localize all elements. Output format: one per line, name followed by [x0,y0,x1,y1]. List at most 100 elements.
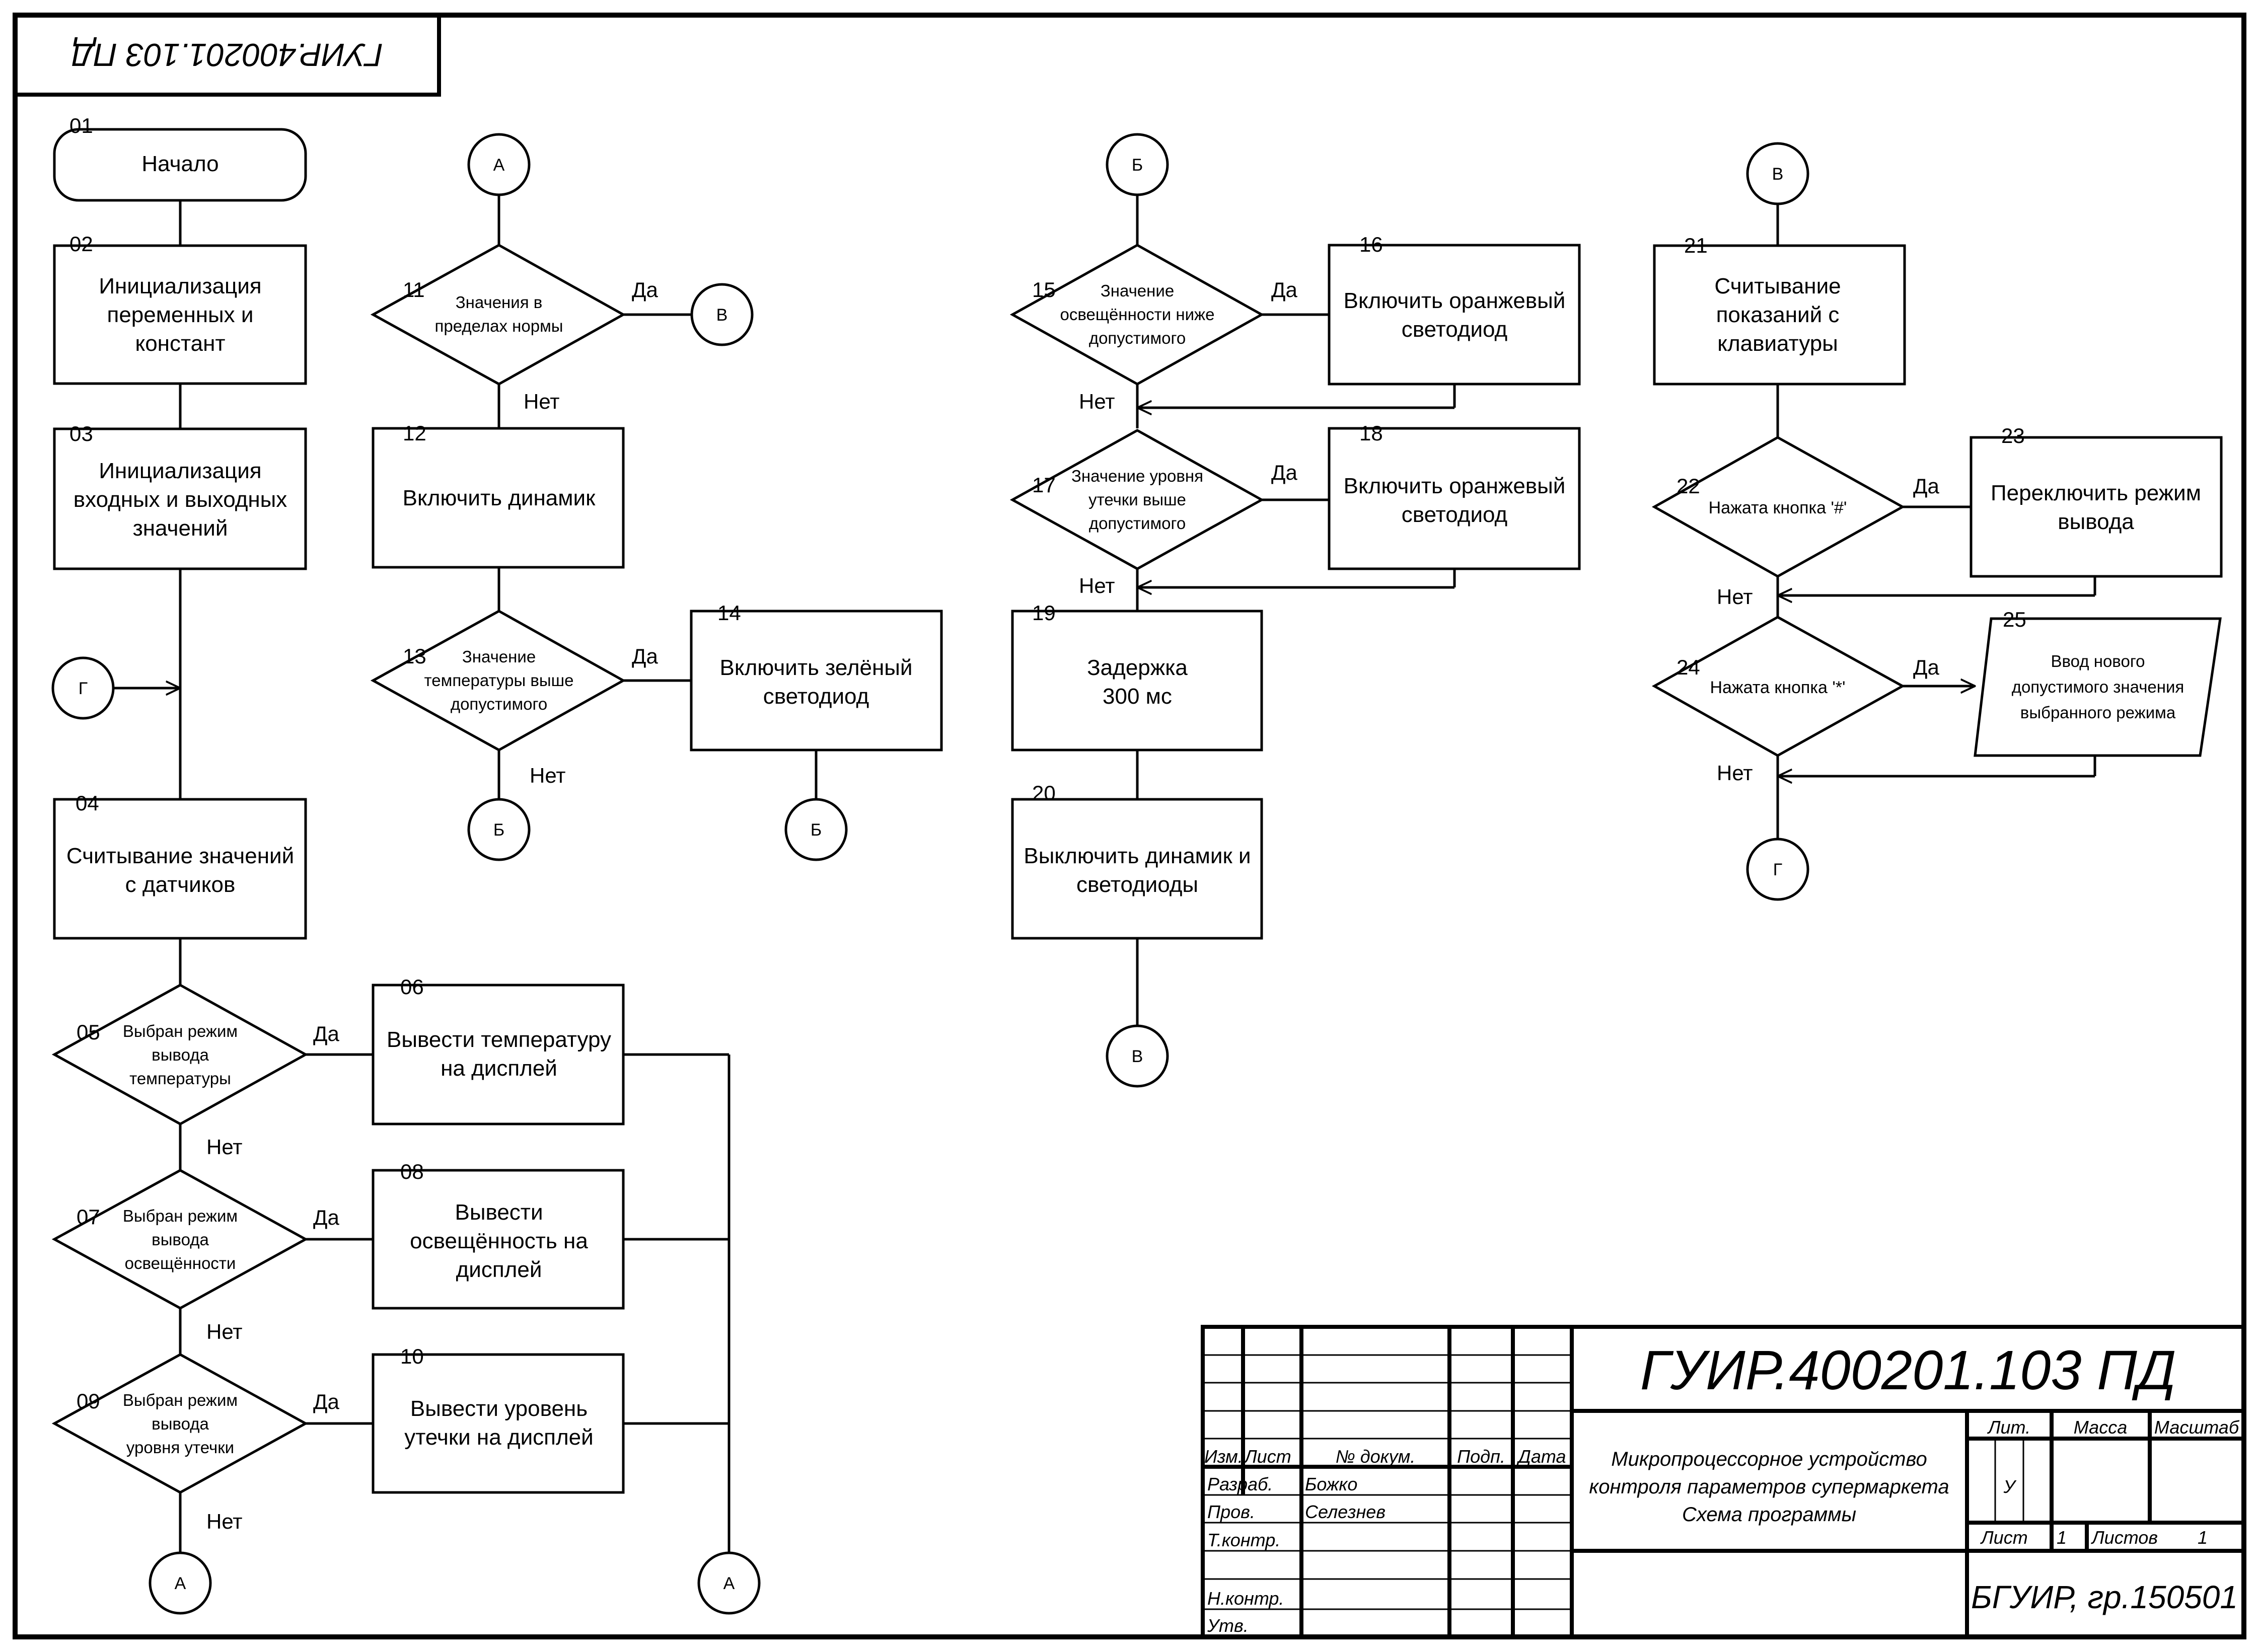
block-21-process: 21 Считывание показаний с клавиатуры [1653,234,1906,386]
svg-text:Выбран режим: Выбран режим [123,1391,238,1409]
svg-text:16: 16 [1359,233,1383,256]
tb-massa-label: Масса [2074,1417,2127,1438]
svg-text:Считывание значений: Считывание значений [66,844,294,868]
svg-text:Г: Г [1773,860,1782,879]
tb-sheets-value: 1 [2198,1527,2208,1548]
block-07-decision: 07 Выбран режим вывода освещённости [51,1169,309,1310]
connector-a-top: А [467,133,531,196]
svg-text:клавиатуры: клавиатуры [1717,331,1838,356]
svg-text:Вывести температуру: Вывести температуру [387,1027,611,1052]
svg-text:значений: значений [133,516,228,541]
block-06-process: 06 Вывести температуру на дисплей [372,975,625,1125]
svg-text:18: 18 [1359,421,1383,445]
tb-org: БГУИР, гр.150501 [1971,1579,2238,1615]
svg-text:уровня утечки: уровня утечки [126,1438,234,1457]
tb-lit-value: У [2003,1476,2016,1497]
svg-text:констант: констант [135,331,225,356]
block-19-process: 19 Задержка 300 мс [1011,601,1263,752]
svg-text:Нет: Нет [1079,390,1115,413]
svg-text:А: А [493,156,505,175]
svg-text:дисплей: дисплей [456,1257,542,1282]
svg-text:09: 09 [77,1389,100,1413]
svg-text:03: 03 [69,422,93,445]
svg-text:24: 24 [1677,655,1700,679]
svg-text:Нет: Нет [1717,585,1753,609]
svg-text:освещённости: освещённости [125,1254,236,1272]
svg-text:15: 15 [1032,278,1056,302]
svg-text:12: 12 [403,421,426,445]
svg-text:допустимого значения: допустимого значения [2012,678,2184,696]
svg-text:Да: Да [1913,474,1939,498]
svg-text:светодиод: светодиод [763,684,869,709]
svg-text:освещённость на: освещённость на [410,1229,588,1253]
svg-text:Нажата кнопка '*': Нажата кнопка '*' [1710,678,1845,697]
block-18-process: 18 Включить оранжевый светодиод [1328,421,1581,570]
svg-text:Б: Б [493,820,504,840]
connector-b-top: Б [1106,133,1169,196]
tb-masshtab-label: Масштаб [2154,1417,2240,1438]
svg-text:Включить оранжевый: Включить оранжевый [1344,288,1566,313]
tb-header-podp: Подп. [1457,1446,1505,1467]
connector-v-top: В [1746,142,1809,205]
svg-text:Нет: Нет [206,1320,243,1343]
svg-text:показаний с: показаний с [1716,303,1840,327]
svg-text:Нет: Нет [530,764,566,787]
tb-name-razrab: Божко [1305,1474,1357,1494]
block-23-process: 23 Переключить режим вывода [1970,424,2223,578]
rotated-code-stamp: ГУИР.400201.103 ПД [13,13,441,97]
svg-text:Включить динамик: Включить динамик [403,486,596,510]
svg-text:01: 01 [69,114,93,137]
branch-labels: Да Нет Да Нет Да Нет Да Нет Да Нет Да Не… [206,278,1939,1533]
svg-text:08: 08 [400,1160,424,1183]
svg-text:светодиоды: светодиоды [1076,872,1198,897]
svg-text:Да: Да [313,1022,339,1045]
tb-role-tkontr: Т.контр. [1207,1530,1280,1550]
svg-text:Выбран режим: Выбран режим [123,1207,238,1225]
block-25-input: 25 Ввод нового допустимого значения выбр… [1974,608,2222,757]
tb-header-izm: Изм. [1204,1446,1243,1467]
block-05-decision: 05 Выбран режим вывода температуры [51,984,309,1125]
tb-name-prov: Селезнев [1305,1501,1386,1522]
svg-text:допустимого: допустимого [451,695,547,713]
connector-a-bottom-left: А [149,1551,212,1615]
svg-text:утечки на дисплей: утечки на дисплей [404,1425,593,1450]
svg-text:вывода: вывода [152,1230,209,1249]
stamp-code-text: ГУИР.400201.103 ПД [71,37,383,73]
tb-title-line-1: Микропроцессорное устройство [1611,1448,1927,1470]
svg-text:переменных и: переменных и [107,303,254,327]
block-17-decision: 17 Значение уровня утечки выше допустимо… [1009,429,1265,570]
connector-g-bottom: Г [1746,838,1809,901]
svg-text:14: 14 [717,601,741,625]
svg-text:температуры выше: температуры выше [424,671,574,690]
svg-text:19: 19 [1032,601,1056,625]
svg-text:Б: Б [1132,156,1143,175]
svg-text:17: 17 [1032,473,1056,497]
block-20-process: 20 Выключить динамик и светодиоды [1011,781,1263,940]
connector-v-bottom: В [1106,1024,1169,1088]
sheet-frame [13,13,2246,1639]
svg-text:Начало: Начало [141,152,218,176]
svg-text:23: 23 [2001,424,2025,447]
block-03-process: 03 Инициализация входных и выходных знач… [53,422,307,570]
block-04-process: 04 Считывание значений с датчиков [53,791,307,940]
svg-text:Да: Да [313,1390,339,1413]
svg-text:В: В [1132,1047,1143,1066]
svg-text:пределах нормы: пределах нормы [435,317,563,335]
tb-header-date: Дата [1516,1446,1566,1467]
tb-title-line-2: контроля параметров супермаркета [1589,1476,1949,1498]
flow-lines [103,195,2096,1555]
block-10-process: 10 Вывести уровень утечки на дисплей [372,1344,625,1494]
svg-text:Инициализация: Инициализация [99,274,261,298]
block-22-decision: 22 Нажата кнопка '#' [1651,436,1906,578]
svg-text:07: 07 [77,1205,100,1229]
svg-text:20: 20 [1032,781,1056,805]
svg-text:Нажата кнопка '#': Нажата кнопка '#' [1709,498,1847,517]
tb-role-prov: Пров. [1207,1501,1255,1522]
svg-text:Г: Г [79,679,88,698]
svg-text:Да: Да [632,278,658,302]
svg-text:Значения в: Значения в [456,293,543,312]
svg-text:А: А [723,1574,735,1593]
tb-role-nkontr: Н.контр. [1207,1588,1284,1609]
svg-text:светодиод: светодиод [1402,317,1507,342]
svg-text:Задержка: Задержка [1087,655,1188,680]
